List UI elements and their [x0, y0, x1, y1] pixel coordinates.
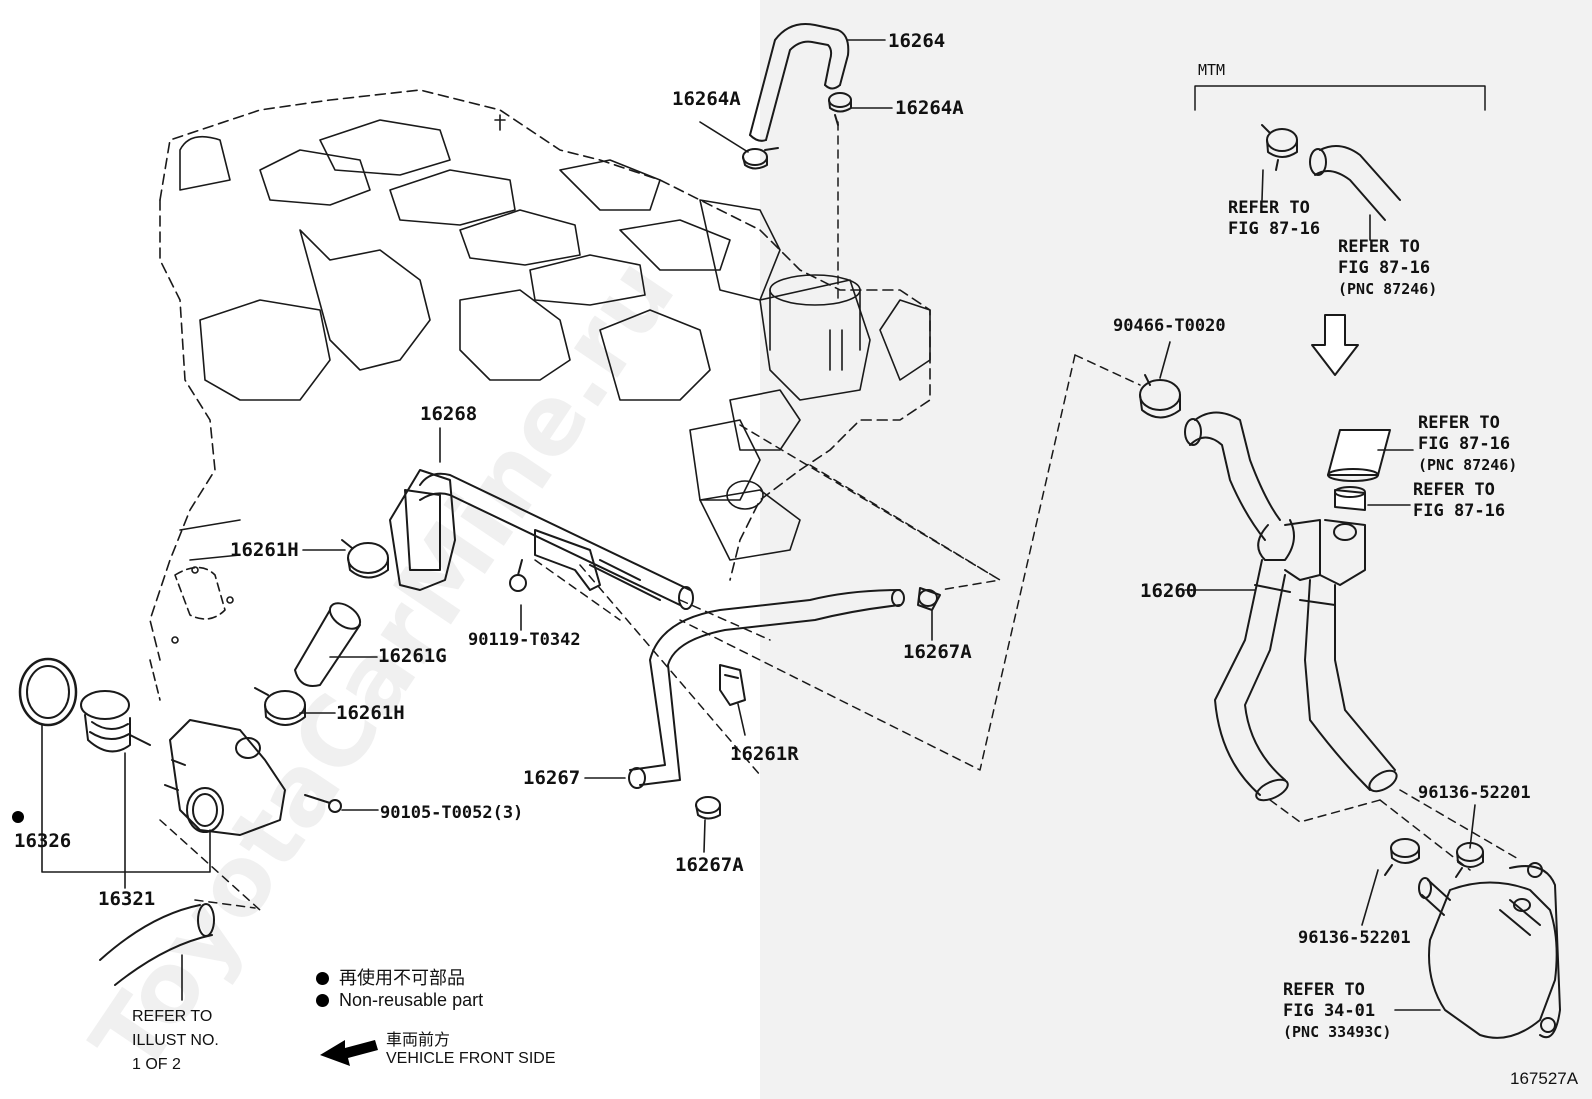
gasket-16326	[18, 657, 78, 727]
label-90119: 90119-T0342	[468, 630, 581, 650]
label-16261H-top: 16261H	[230, 539, 299, 561]
refer-note-cooler: REFER TO FIG 34-01 (PNC 33493C)	[1283, 980, 1392, 1041]
legend-front-en: VEHICLE FRONT SIDE	[386, 1050, 556, 1067]
hose-16261G	[294, 602, 362, 687]
clamp-refer-lower	[1334, 486, 1366, 511]
label-16267A-right: 16267A	[903, 641, 972, 663]
label-16261H-bottom: 16261H	[336, 702, 405, 724]
label-96136-bottom: 96136-52201	[1298, 928, 1411, 948]
mtm-clamp	[1261, 124, 1298, 171]
right-shaded-panel	[760, 0, 1592, 1099]
label-90105: 90105-T0052(3)	[380, 803, 524, 823]
mtm-hose	[1309, 145, 1401, 221]
vehicle-front-arrow	[320, 1040, 378, 1066]
legend-non-reusable-en: Non-reusable part	[316, 990, 483, 1011]
clamp-90466	[1139, 374, 1181, 419]
figure-number: 167527A	[1510, 1069, 1579, 1088]
label-16326: 16326	[14, 830, 72, 852]
clamp-16264A-left	[742, 147, 779, 170]
label-90466: 90466-T0020	[1113, 316, 1226, 336]
refer-note-mtm-right: REFER TO FIG 87-16 (PNC 87246)	[1338, 237, 1438, 298]
clamp-96136-bottom	[1384, 838, 1420, 876]
lower-hose-illust	[99, 903, 215, 986]
label-16261G: 16261G	[378, 645, 447, 667]
label-16264A-right: 16264A	[895, 97, 964, 119]
hose-16260	[1184, 411, 1398, 802]
clamp-16261H-top	[341, 539, 389, 579]
bolt-90105	[304, 794, 342, 813]
label-16264: 16264	[888, 30, 946, 52]
label-16260: 16260	[1140, 580, 1198, 602]
pipe-16267	[628, 589, 905, 789]
refer-note-mid-lower: REFER TO FIG 87-16	[1413, 480, 1506, 521]
label-16267A-bottom: 16267A	[675, 854, 744, 876]
legend-dot	[316, 994, 329, 1007]
legend-dot	[316, 972, 329, 985]
label-16261R: 16261R	[730, 743, 799, 765]
refer-note-mid-upper: REFER TO FIG 87-16 (PNC 87246)	[1418, 413, 1518, 474]
legend-front-jp: 車両前方	[386, 1032, 451, 1049]
leader-lines	[41, 39, 1476, 1011]
non-reusable-dot	[12, 811, 24, 823]
hose-16264	[749, 23, 850, 142]
label-16321: 16321	[98, 888, 156, 910]
bolt-90119	[509, 559, 527, 592]
refer-note-illust: REFER TO ILLUST NO. 1 OF 2	[132, 1008, 219, 1073]
clip-16261R	[719, 664, 746, 706]
oil-cooler	[1418, 862, 1561, 1039]
clamp-16261H-bottom	[254, 687, 306, 726]
engine-block	[149, 89, 931, 701]
label-mtm: MTM	[1198, 61, 1226, 79]
clamp-16264A-right	[828, 92, 852, 126]
label-16267: 16267	[523, 767, 581, 789]
label-96136-top: 96136-52201	[1418, 783, 1531, 803]
clamp-16267A-bottom	[695, 796, 721, 820]
pipe-refer-upper	[1327, 429, 1391, 482]
label-16268: 16268	[420, 403, 478, 425]
pipe-16268	[389, 469, 694, 610]
water-inlet-housing	[164, 719, 286, 836]
refer-note-mtm-left: REFER TO FIG 87-16	[1228, 198, 1321, 239]
thermostat-16321	[80, 690, 151, 753]
legend-non-reusable-jp: 再使用不可部品	[316, 964, 465, 990]
label-16264A-left: 16264A	[672, 88, 741, 110]
clamp-16267A-right	[917, 587, 941, 611]
